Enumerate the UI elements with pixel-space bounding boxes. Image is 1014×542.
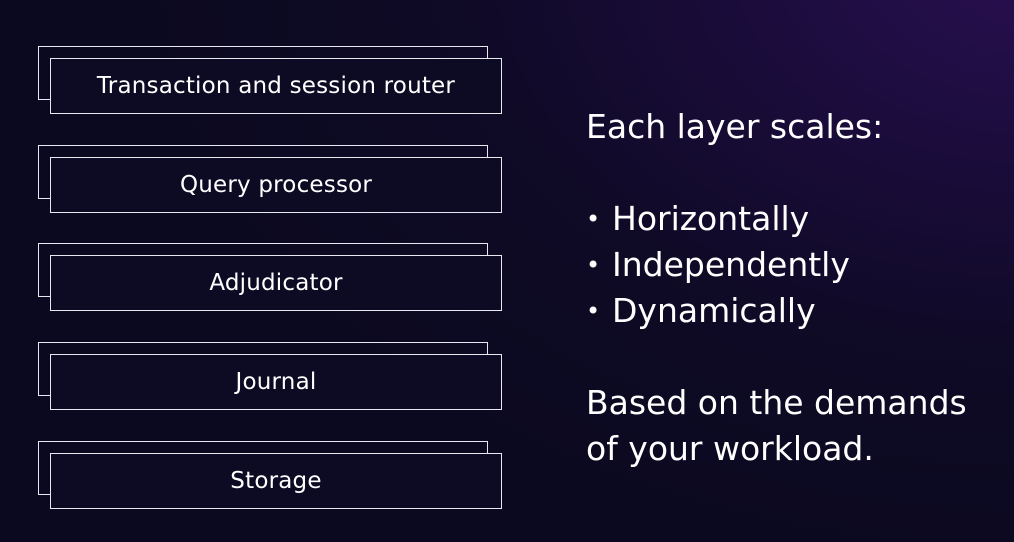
bullet-text: Horizontally [612, 199, 810, 238]
bullet-text: Independently [612, 245, 850, 284]
layer-label: Transaction and session router [96, 73, 456, 99]
bullet-item: • Horizontally [586, 196, 1006, 242]
layer-box: Adjudicator [50, 255, 502, 311]
layer-box: Transaction and session router [50, 58, 502, 114]
bullet-icon: • [586, 297, 601, 325]
bullet-item: • Dynamically [586, 288, 1006, 334]
bullet-icon: • [586, 205, 601, 233]
layer-label: Storage [230, 468, 322, 494]
layer-storage: Storage [38, 441, 502, 509]
layer-transaction-session-router: Transaction and session router [38, 46, 502, 114]
layer-box: Query processor [50, 157, 502, 213]
footer-line: of your workload. [586, 429, 874, 468]
summary-heading: Each layer scales: [586, 107, 884, 146]
bullet-icon: • [586, 251, 601, 279]
layer-journal: Journal [38, 342, 502, 410]
layer-label: Adjudicator [209, 270, 343, 296]
layer-box: Storage [50, 453, 502, 509]
footer-line: Based on the demands [586, 383, 967, 422]
layer-label: Journal [235, 369, 317, 395]
layer-query-processor: Query processor [38, 145, 502, 213]
scaling-bullet-list: • Horizontally • Independently • Dynamic… [586, 196, 1006, 334]
summary-footer: Based on the demands of your workload. [586, 380, 1006, 472]
layer-adjudicator: Adjudicator [38, 243, 502, 311]
bullet-item: • Independently [586, 242, 1006, 288]
layer-box: Journal [50, 354, 502, 410]
layer-label: Query processor [179, 172, 373, 198]
bullet-text: Dynamically [612, 291, 816, 330]
scaling-summary: Each layer scales: • Horizontally • Inde… [586, 104, 1006, 472]
